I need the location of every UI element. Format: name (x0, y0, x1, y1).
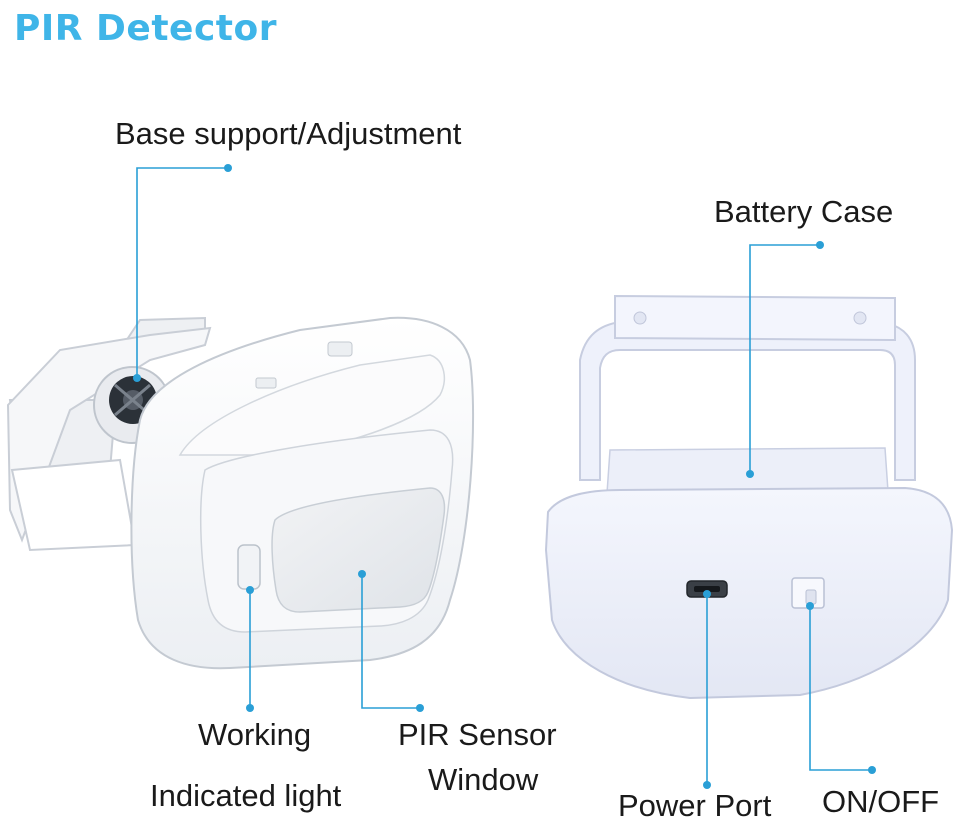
leader-base-support (136, 167, 228, 378)
label-on-off: ON/OFF (822, 784, 940, 819)
label-window: Window (428, 762, 539, 797)
bracket-front (6, 326, 212, 543)
leader-lines (133, 164, 876, 789)
bracket-base (10, 458, 137, 552)
top-slot-b (255, 377, 277, 389)
pir-lens-window (271, 487, 446, 613)
leader-on-off (809, 606, 872, 771)
label-pir-sensor: PIR Sensor (398, 717, 557, 752)
label-power-port: Power Port (618, 788, 772, 823)
battery-device (544, 294, 954, 700)
pir-detector-device (6, 316, 475, 670)
leader-pir-sensor (361, 574, 420, 709)
label-indicated-light: Indicated light (150, 778, 342, 813)
leader-battery-case (749, 244, 820, 474)
indicator-light (237, 544, 261, 590)
top-slot-a (327, 341, 353, 357)
detector-top-face (178, 354, 446, 456)
label-battery-case: Battery Case (714, 194, 894, 229)
label-working: Working (198, 717, 312, 752)
battery-base-body (544, 486, 954, 700)
label-base-support: Base support/Adjustment (115, 116, 462, 151)
battery-mount-plate (614, 294, 896, 342)
page-title: PIR Detector (14, 8, 277, 49)
